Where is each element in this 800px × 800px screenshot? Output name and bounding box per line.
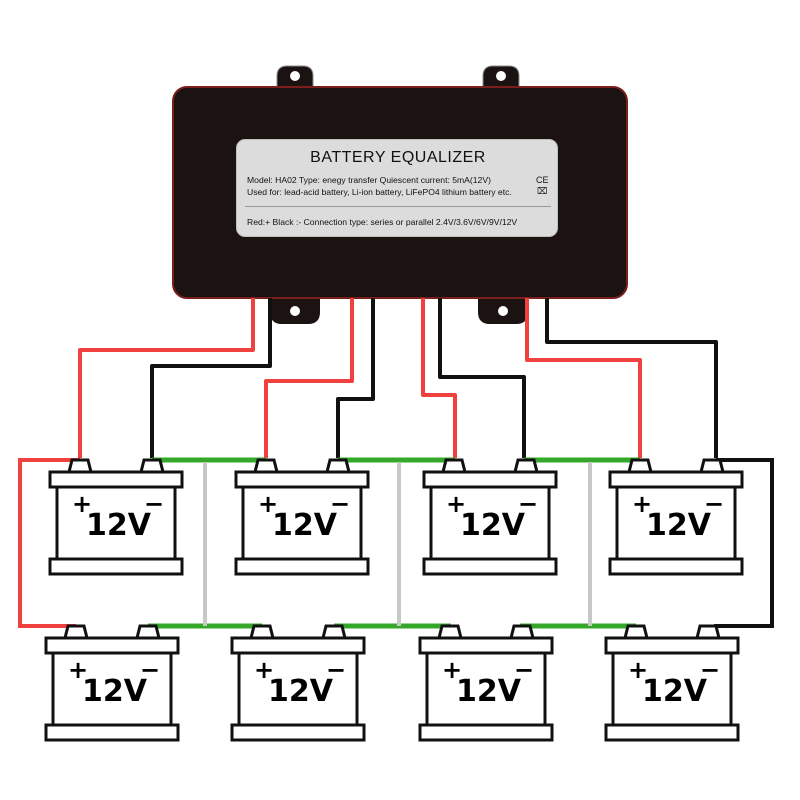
battery-body xyxy=(611,651,733,727)
battery-3 xyxy=(422,458,558,576)
battery-base xyxy=(604,723,740,742)
equalizer-label: BATTERY EQUALIZER Model: HA02 Type: eneg… xyxy=(236,139,558,237)
battery-body xyxy=(615,485,737,561)
battery-plus-label: + xyxy=(254,656,275,684)
battery-voltage-label: 12V xyxy=(456,674,521,709)
battery-minus-label: − xyxy=(704,490,725,518)
battery-lid xyxy=(234,470,370,489)
negative-terminal xyxy=(695,624,721,640)
battery-body xyxy=(241,485,363,561)
positive-terminal xyxy=(437,624,463,640)
battery-plus-label: + xyxy=(442,656,463,684)
positive-terminal xyxy=(441,458,467,474)
positive-terminal xyxy=(623,624,649,640)
battery-lid xyxy=(422,470,558,489)
series-links xyxy=(148,457,640,629)
battery-lid xyxy=(608,470,744,489)
battery-base xyxy=(418,723,554,742)
positive-terminal xyxy=(627,458,653,474)
mounting-tab-right xyxy=(482,65,520,89)
battery-lid xyxy=(48,470,184,489)
positive-terminal xyxy=(63,624,89,640)
battery-7 xyxy=(418,624,554,742)
battery-plus-label: + xyxy=(628,656,649,684)
battery-body xyxy=(237,651,359,727)
negative-terminal xyxy=(509,624,535,640)
battery-base xyxy=(234,557,370,576)
battery-lid xyxy=(44,636,180,655)
mounting-tab-bottom-left xyxy=(270,296,320,324)
left-link-positive xyxy=(18,458,80,628)
negative-terminal xyxy=(135,624,161,640)
battery-voltage-label: 12V xyxy=(642,674,707,709)
battery-4 xyxy=(608,458,744,576)
battery-2 xyxy=(234,458,370,576)
battery-minus-label: − xyxy=(518,490,539,518)
negative-terminal xyxy=(699,458,725,474)
battery-voltage-label: 12V xyxy=(82,674,147,709)
label-divider xyxy=(245,206,551,207)
wire-negative-3 xyxy=(438,298,526,458)
wire-positive-4 xyxy=(525,298,642,458)
battery-base xyxy=(48,557,184,576)
wire-positive-2 xyxy=(264,298,354,458)
equalizer-output-wires xyxy=(78,298,718,458)
positive-terminal xyxy=(253,458,279,474)
mounting-tab-bottom-right xyxy=(478,296,528,324)
battery-body xyxy=(51,651,173,727)
battery-lid xyxy=(230,636,366,655)
wire-positive-3 xyxy=(421,298,457,458)
battery-body xyxy=(55,485,177,561)
spec-line-connection: Red:+ Black :- Connection type: series o… xyxy=(247,217,518,227)
battery-layer xyxy=(44,458,744,742)
negative-terminal xyxy=(513,458,539,474)
battery-minus-label: − xyxy=(700,656,721,684)
right-link-negative xyxy=(714,458,774,628)
battery-base xyxy=(608,557,744,576)
spec-line-model: Model: HA02 Type: enegy transfer Quiesce… xyxy=(247,175,491,185)
parallel-links xyxy=(203,462,592,626)
battery-base xyxy=(230,723,366,742)
wire-positive-1 xyxy=(78,298,255,458)
weee-bin-icon: ⌧ xyxy=(537,186,548,196)
wire-negative-4 xyxy=(545,298,718,458)
battery-6 xyxy=(230,624,366,742)
battery-base xyxy=(44,723,180,742)
battery-minus-label: − xyxy=(514,656,535,684)
battery-5 xyxy=(44,624,180,742)
battery-plus-label: + xyxy=(446,490,467,518)
battery-minus-label: − xyxy=(140,656,161,684)
battery-plus-label: + xyxy=(632,490,653,518)
battery-body xyxy=(425,651,547,727)
battery-8 xyxy=(604,624,740,742)
battery-voltage-label: 12V xyxy=(268,674,333,709)
battery-voltage-label: 12V xyxy=(86,508,151,543)
battery-body xyxy=(429,485,551,561)
negative-terminal xyxy=(321,624,347,640)
negative-terminal xyxy=(139,458,165,474)
battery-plus-label: + xyxy=(258,490,279,518)
ce-mark: CE xyxy=(536,175,549,185)
battery-1 xyxy=(48,458,184,576)
negative-terminal xyxy=(325,458,351,474)
wire-negative-1 xyxy=(150,298,272,458)
battery-plus-label: + xyxy=(68,656,89,684)
spec-line-usage: Used for: lead-acid battery, Li-ion batt… xyxy=(247,187,512,197)
positive-terminal xyxy=(249,624,275,640)
battery-lid xyxy=(604,636,740,655)
battery-voltage-label: 12V xyxy=(646,508,711,543)
battery-plus-label: + xyxy=(72,490,93,518)
battery-minus-label: − xyxy=(330,490,351,518)
wire-negative-2 xyxy=(336,298,375,458)
battery-base xyxy=(422,557,558,576)
equalizer-title: BATTERY EQUALIZER xyxy=(310,149,486,166)
battery-lid xyxy=(418,636,554,655)
battery-voltage-label: 12V xyxy=(272,508,337,543)
battery-voltage-label: 12V xyxy=(460,508,525,543)
positive-terminal xyxy=(67,458,93,474)
battery-minus-label: − xyxy=(326,656,347,684)
battery-minus-label: − xyxy=(144,490,165,518)
mounting-tab-left xyxy=(276,65,314,89)
